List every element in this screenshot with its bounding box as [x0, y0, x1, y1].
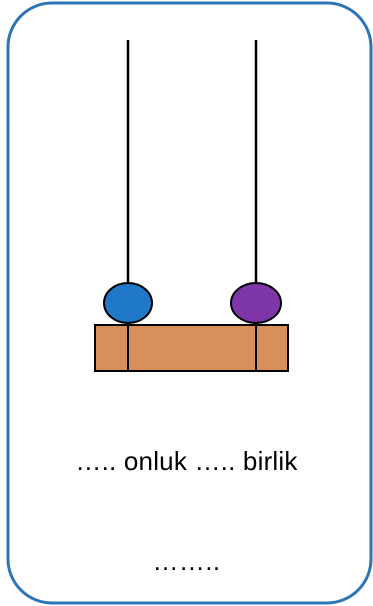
abacus-base [94, 324, 289, 372]
answer-blank: …….. [152, 546, 221, 576]
ones-bead [230, 282, 282, 324]
tens-bead [103, 282, 153, 324]
card-border [6, 1, 373, 605]
onluk-birlik-fill-in: ….. onluk ….. birlik [75, 446, 298, 476]
